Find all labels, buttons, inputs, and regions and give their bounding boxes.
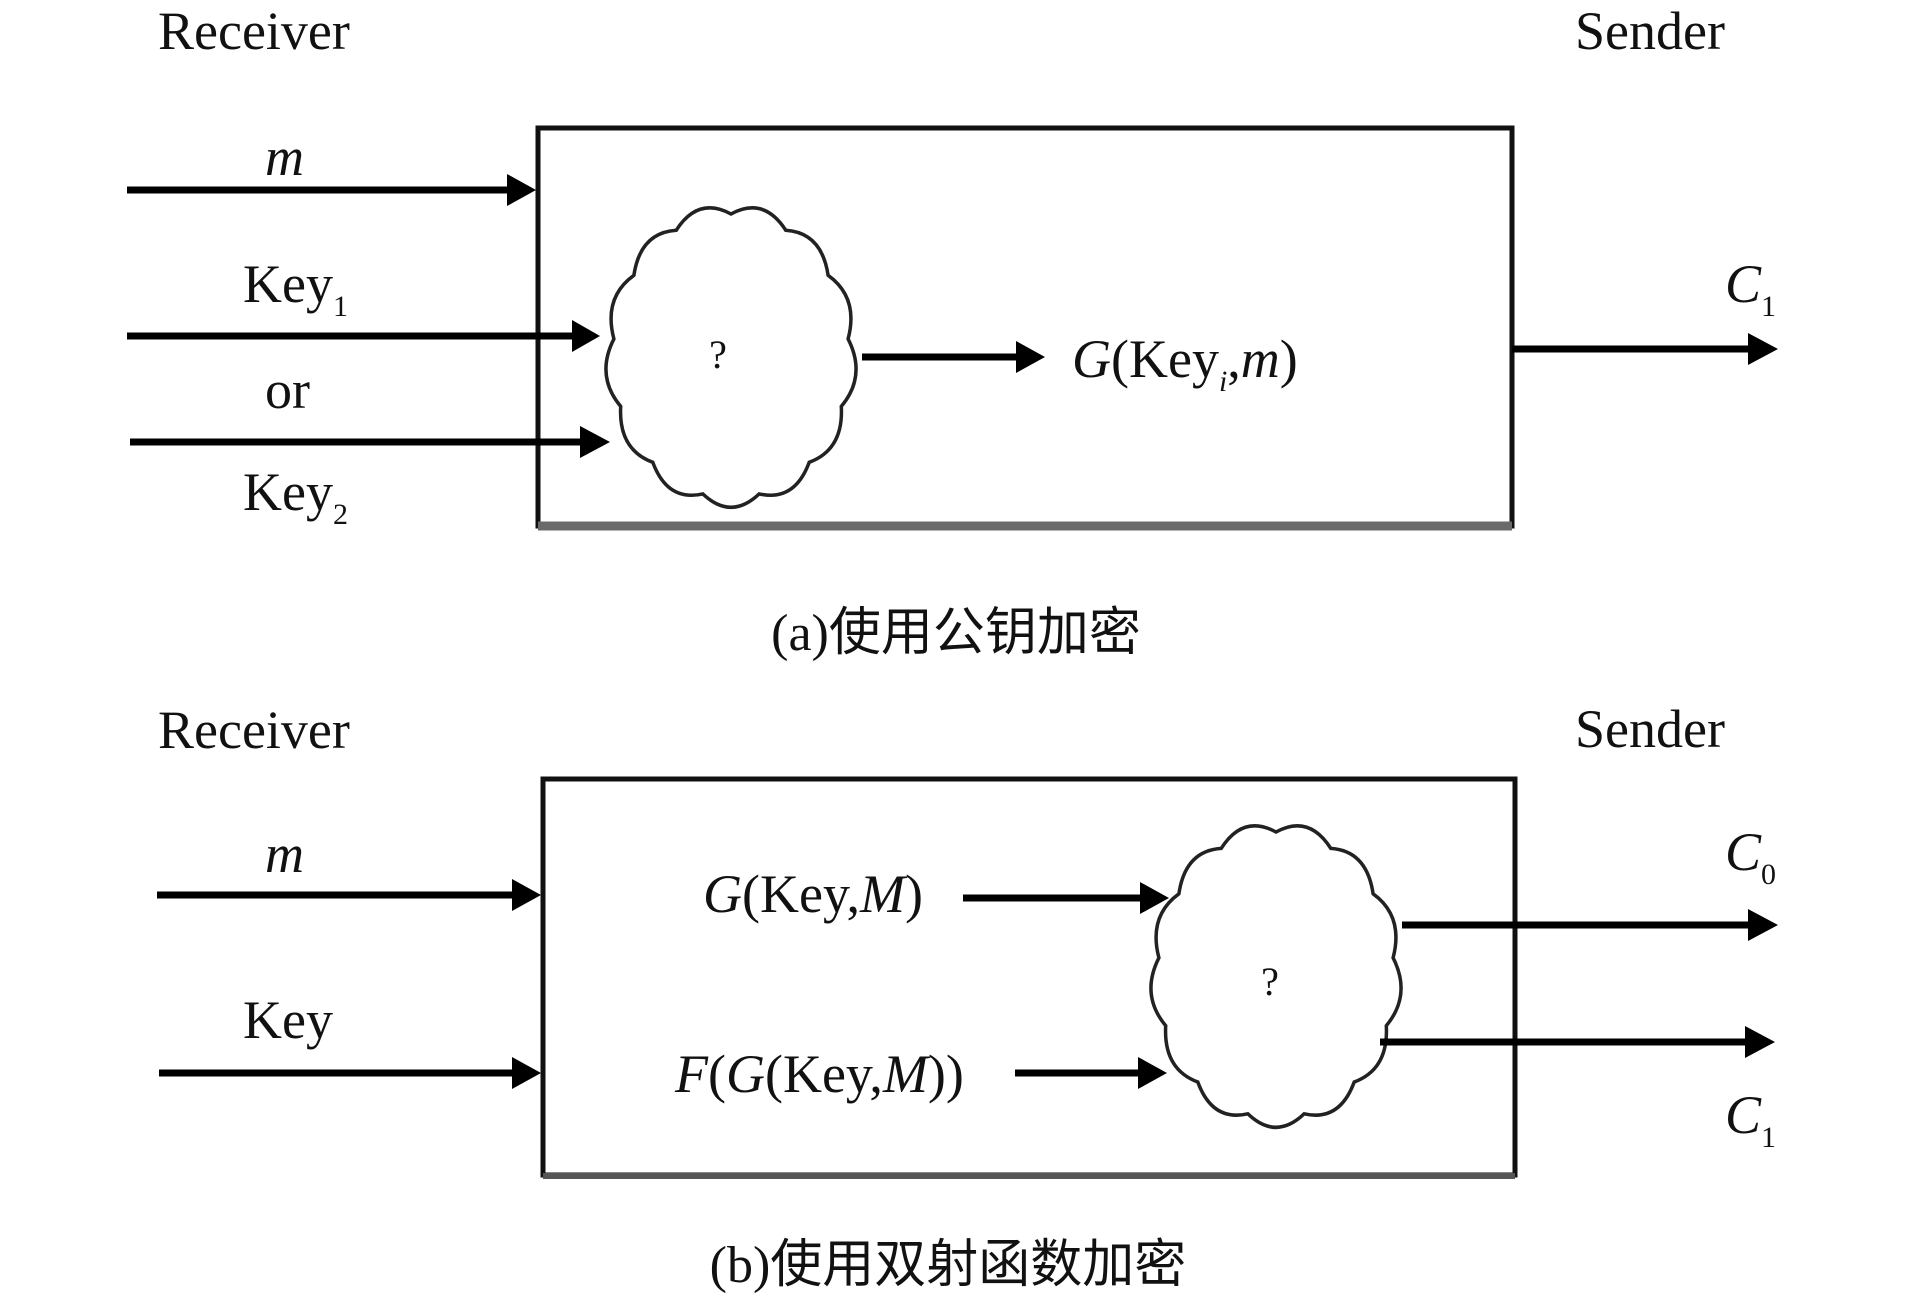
arrow-cloud-output [862,341,1045,373]
unknown-process-mark: ? [709,332,727,377]
sender-label-b: Sender [1575,699,1725,759]
arrow-key2-head [580,426,610,458]
g-key: (Key, [742,864,860,924]
arrow-m-b [157,879,541,911]
arrow-c0 [1402,909,1778,941]
or-label: or [265,360,310,420]
arrow-c0-head [1748,909,1778,941]
c1-subscript: 1 [1761,290,1776,323]
key1-subscript: 1 [333,290,348,323]
input-key-label-b: Key [243,990,333,1050]
output-c1-label: C1 [1725,254,1776,323]
input-m-label: m [265,127,304,187]
arrow-key-b [159,1057,541,1089]
key2-subscript: 2 [333,498,348,531]
arrow-c1-head [1748,333,1778,365]
c0-subscript: 0 [1761,858,1776,891]
arrow-key2 [130,426,610,458]
unknown-process-cloud-icon-b [1149,824,1403,1129]
expr-g-func: G [1072,329,1111,389]
arrow-key-b-head [512,1057,541,1089]
input-m-label-b: m [265,824,304,884]
expr-key: (Key [1111,329,1219,389]
expr-g-key-m: G(Key,M) [703,864,923,924]
g-m: M [859,864,908,924]
receiver-label: Receiver [158,1,350,61]
output-expression-g: G(Keyi,m) [1072,329,1298,398]
panel-a: Receiver Sender m Key1 or Key2 ? G [127,1,1778,662]
input-key1-label: Key1 [243,254,348,323]
unknown-process-cloud-icon [604,206,858,509]
unknown-process-mark-b: ? [1261,959,1279,1004]
panel-b: Receiver Sender m Key G(Key,M) F(G(Key,M… [157,699,1778,1294]
c0-text: C [1725,822,1762,882]
arrow-g-to-cloud [963,882,1169,914]
f-m: M [882,1044,931,1104]
arrow-c1-b-head [1745,1026,1775,1058]
g-func: G [703,864,742,924]
f-g-func: G [726,1044,765,1104]
expr-key-subscript: i [1219,365,1227,398]
arrow-f-to-cloud [1015,1057,1167,1089]
f-close: )) [928,1044,964,1104]
arrow-g-head [1140,882,1169,914]
receiver-label-b: Receiver [158,700,350,760]
expr-comma: , [1227,329,1241,389]
expr-m: m [1241,329,1280,389]
caption-a: (a)使用公钥加密 [771,605,1141,662]
c1-b-text: C [1725,1085,1762,1145]
output-c1-label-b: C1 [1725,1085,1776,1154]
arrow-m-head [507,174,536,206]
input-key2-label: Key2 [243,462,348,531]
c1-text: C [1725,254,1762,314]
f-key: (Key, [765,1044,883,1104]
c1-b-subscript: 1 [1761,1121,1776,1154]
f-open: ( [708,1044,726,1104]
sender-label: Sender [1575,1,1725,61]
caption-b: (b)使用双射函数加密 [710,1237,1187,1294]
arrow-cloud-output-head [1016,341,1045,373]
arrow-key1-head [572,320,600,352]
arrow-m-b-head [512,879,541,911]
arrow-f-head [1138,1057,1167,1089]
key1-text: Key [243,254,333,314]
arrow-c1 [1512,333,1778,365]
g-close: ) [905,864,923,924]
output-c0-label: C0 [1725,822,1776,891]
key2-text: Key [243,462,333,522]
arrow-key1 [127,320,600,352]
expr-f-g-key-m: F(G(Key,M)) [674,1044,964,1104]
arrow-c1-b [1380,1026,1775,1058]
expr-close: ) [1280,329,1298,389]
f-func: F [674,1044,709,1104]
arrow-m [127,174,536,206]
